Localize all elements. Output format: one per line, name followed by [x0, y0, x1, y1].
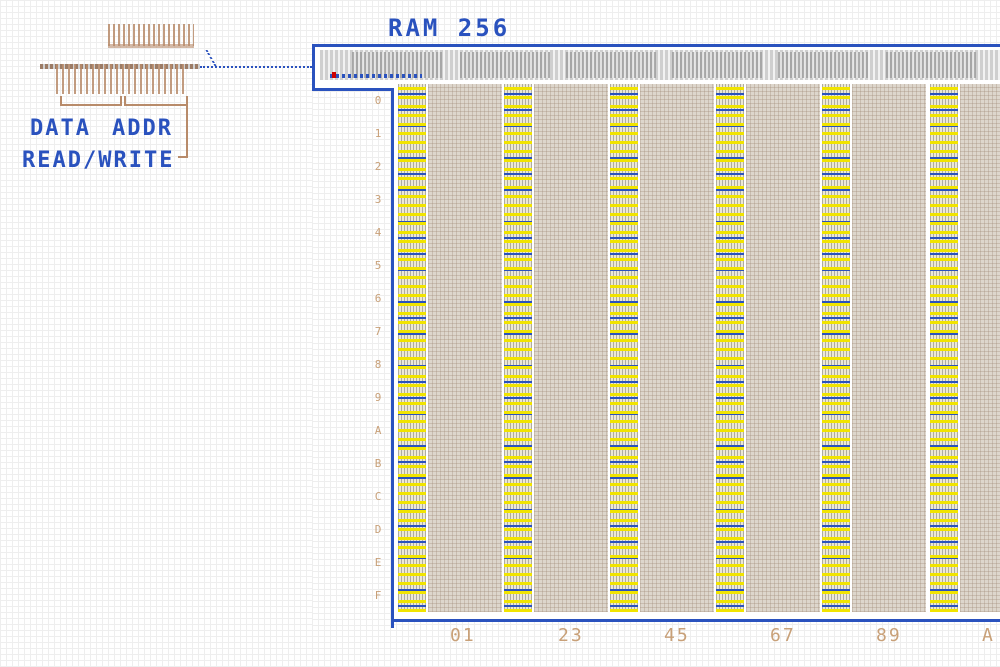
- memory-column[interactable]: [534, 84, 608, 612]
- memory-array: [398, 84, 1000, 612]
- column-label: 23: [558, 625, 584, 646]
- memory-column[interactable]: [852, 84, 926, 612]
- row-label: 4: [374, 226, 382, 239]
- memory-column[interactable]: [960, 84, 1000, 612]
- decoder-block: [460, 52, 550, 78]
- decoder-block: [352, 52, 442, 78]
- row-label: 7: [374, 325, 382, 338]
- component-title: RAM 256: [388, 14, 511, 42]
- row-label: D: [374, 523, 382, 536]
- column-label: A: [982, 625, 995, 646]
- input-pins[interactable]: [56, 64, 188, 94]
- row-label: 3: [374, 193, 382, 206]
- addr-label: ADDR: [112, 116, 173, 141]
- decoder-block: [566, 52, 656, 78]
- row-label: 8: [374, 358, 382, 371]
- column-label: 01: [450, 625, 476, 646]
- memory-column[interactable]: [640, 84, 714, 612]
- column-control-strip: [822, 84, 850, 612]
- column-control-strip: [398, 84, 426, 612]
- row-label: F: [374, 589, 382, 602]
- column-control-strip: [610, 84, 638, 612]
- read-write-wire: [186, 96, 188, 156]
- bus-wire: [200, 66, 312, 68]
- column-control-strip: [930, 84, 958, 612]
- row-label: C: [374, 490, 382, 503]
- active-bit-indicator: [332, 72, 336, 78]
- read-write-wire-hook: [178, 156, 188, 158]
- row-label: E: [374, 556, 382, 569]
- column-label: 45: [664, 625, 690, 646]
- column-label: 67: [770, 625, 796, 646]
- upper-pin-connector-base: [108, 44, 194, 48]
- decoder-block: [778, 52, 868, 78]
- column-control-strip: [716, 84, 744, 612]
- row-label: 9: [374, 391, 382, 404]
- frame-notch: [312, 88, 394, 628]
- address-bus-signal: [330, 74, 422, 78]
- row-label: 2: [374, 160, 382, 173]
- row-label: 6: [374, 292, 382, 305]
- row-label: 5: [374, 259, 382, 272]
- read-write-label: READ/WRITE: [22, 148, 175, 173]
- upper-pin-connector[interactable]: [108, 24, 194, 46]
- column-label: 89: [876, 625, 902, 646]
- row-label: 1: [374, 127, 382, 140]
- memory-column[interactable]: [746, 84, 820, 612]
- memory-column[interactable]: [428, 84, 502, 612]
- decoder-block: [886, 52, 976, 78]
- decoder-block: [672, 52, 762, 78]
- data-pins-bracket: [60, 96, 122, 106]
- column-control-strip: [504, 84, 532, 612]
- row-label: 0: [374, 94, 382, 107]
- row-label: B: [374, 457, 382, 470]
- addr-pins-bracket: [124, 96, 188, 106]
- row-label: A: [374, 424, 382, 437]
- data-label: DATA: [30, 116, 91, 141]
